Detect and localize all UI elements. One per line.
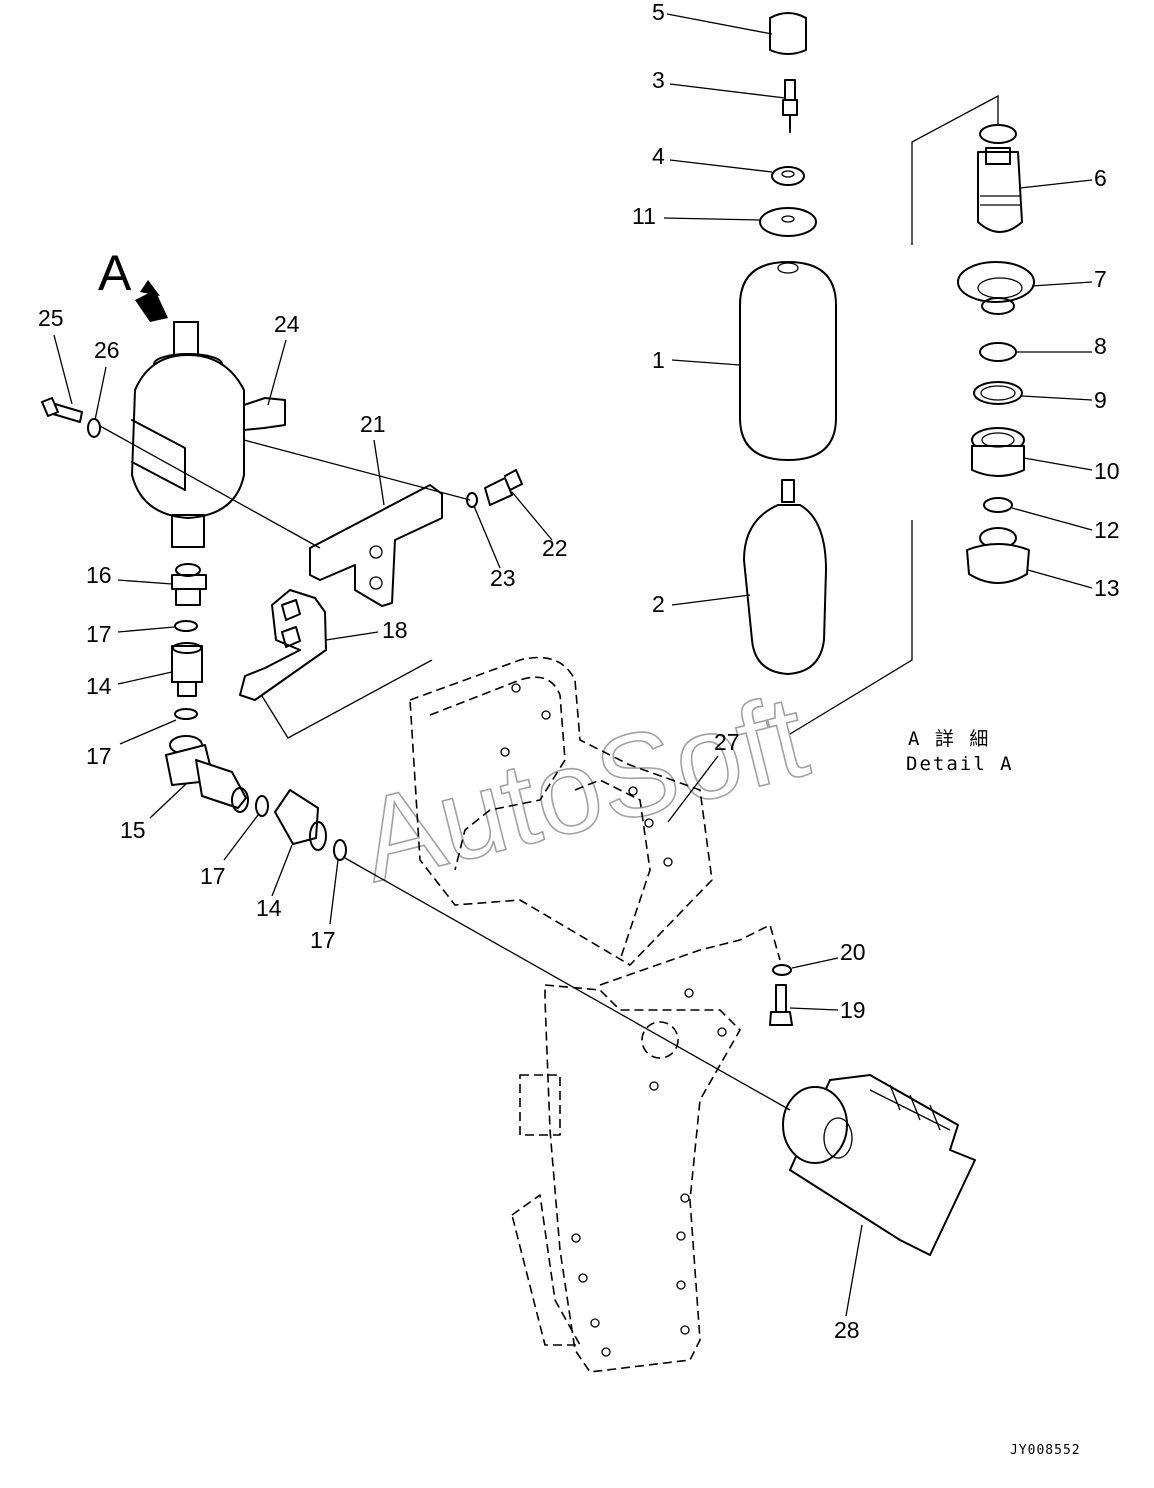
washer-26 [87, 418, 101, 438]
callout-12: 12 [1094, 517, 1120, 543]
watermark: AutoSoft [348, 670, 819, 908]
elbow-15 [165, 735, 249, 813]
callout-8: 8 [1094, 333, 1107, 359]
callout-23: 23 [490, 565, 516, 591]
o-ring-8 [979, 342, 1017, 362]
view-arrow-a: A [98, 245, 168, 322]
adapter-14-b [274, 789, 327, 851]
o-ring-17-a [174, 620, 198, 632]
bolt-22 [484, 469, 523, 506]
o-ring-12 [983, 497, 1013, 513]
callout-27: 27 [714, 729, 740, 755]
callout-17-b: 17 [86, 743, 112, 769]
callout-17-a: 17 [86, 621, 112, 647]
callout-14-b: 14 [256, 895, 282, 921]
callout-20: 20 [840, 939, 866, 965]
adapter-14-a [171, 642, 203, 697]
callout-24: 24 [274, 311, 300, 337]
nut-4 [771, 166, 805, 186]
bladder-2 [743, 479, 827, 675]
washer-23 [466, 492, 478, 508]
callout-15: 15 [120, 817, 146, 843]
callout-22: 22 [542, 535, 568, 561]
callout-3: 3 [652, 67, 665, 93]
detail-caption-jp: A 詳 細 [908, 728, 990, 750]
callout-18: 18 [382, 617, 408, 643]
callout-numbers: 5 3 4 11 1 2 6 7 8 9 10 12 13 25 26 24 2… [38, 0, 1120, 1343]
detail-a [739, 12, 1035, 735]
callout-17-d: 17 [310, 927, 336, 953]
callout-5: 5 [652, 0, 665, 25]
bracket-18 [239, 589, 327, 701]
callout-2: 2 [652, 591, 665, 617]
callout-25: 25 [38, 305, 64, 331]
valve-core-3 [782, 79, 798, 133]
frame-bracket-27 [409, 656, 781, 1373]
callout-19: 19 [840, 997, 866, 1023]
callout-9: 9 [1094, 387, 1107, 413]
callout-13: 13 [1094, 575, 1120, 601]
poppet-6 [977, 124, 1023, 233]
callout-7: 7 [1094, 266, 1107, 292]
valve-block-28 [782, 1074, 976, 1256]
callout-17-c: 17 [200, 863, 226, 889]
callout-10: 10 [1094, 458, 1120, 484]
bracket-21 [309, 484, 443, 607]
callout-14-a: 14 [86, 673, 112, 699]
callout-16: 16 [86, 562, 112, 588]
cap-5 [769, 12, 807, 55]
bolt-19 [769, 984, 793, 1026]
washer-20 [772, 964, 792, 976]
shell-1 [739, 261, 837, 461]
bolt-25 [41, 397, 83, 423]
detail-caption-en: Detail A [906, 753, 1014, 775]
callout-28: 28 [834, 1317, 860, 1343]
view-marker-a: A [98, 245, 132, 301]
callout-4: 4 [652, 143, 665, 169]
accumulator-assembly [131, 321, 286, 548]
o-ring-17-d [333, 839, 347, 861]
o-ring-17-c [255, 795, 269, 817]
callout-leaders [53, 13, 1093, 1317]
callout-1: 1 [652, 347, 665, 373]
drawing-code: JY008552 [1010, 1443, 1081, 1458]
o-ring-17-b [174, 708, 198, 720]
fitting-16 [171, 563, 207, 606]
spacer-7 [957, 261, 1035, 315]
callout-6: 6 [1094, 165, 1107, 191]
lock-nut-10 [971, 427, 1025, 477]
callout-26: 26 [94, 337, 120, 363]
callout-21: 21 [360, 411, 386, 437]
callout-11: 11 [632, 203, 656, 229]
nut-13 [966, 527, 1030, 584]
